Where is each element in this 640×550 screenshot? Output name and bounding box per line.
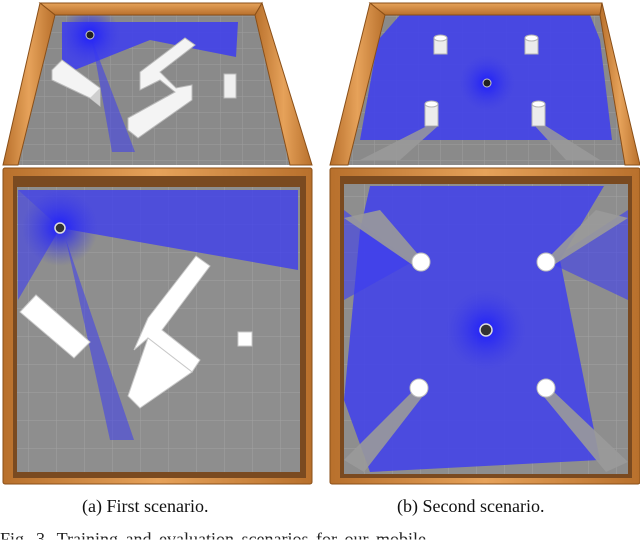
caption-second-scenario: (b) Second scenario. bbox=[397, 496, 545, 516]
panel-a-topdown bbox=[2, 167, 313, 485]
panel-a-perspective bbox=[2, 1, 313, 166]
panel-b-topdown bbox=[329, 167, 640, 485]
panel-b-perspective bbox=[329, 2, 640, 166]
figure-continuation-text: Fig. 3. Training and evaluation scenario… bbox=[0, 529, 426, 549]
caption-first-scenario: (a) First scenario. bbox=[82, 496, 209, 516]
